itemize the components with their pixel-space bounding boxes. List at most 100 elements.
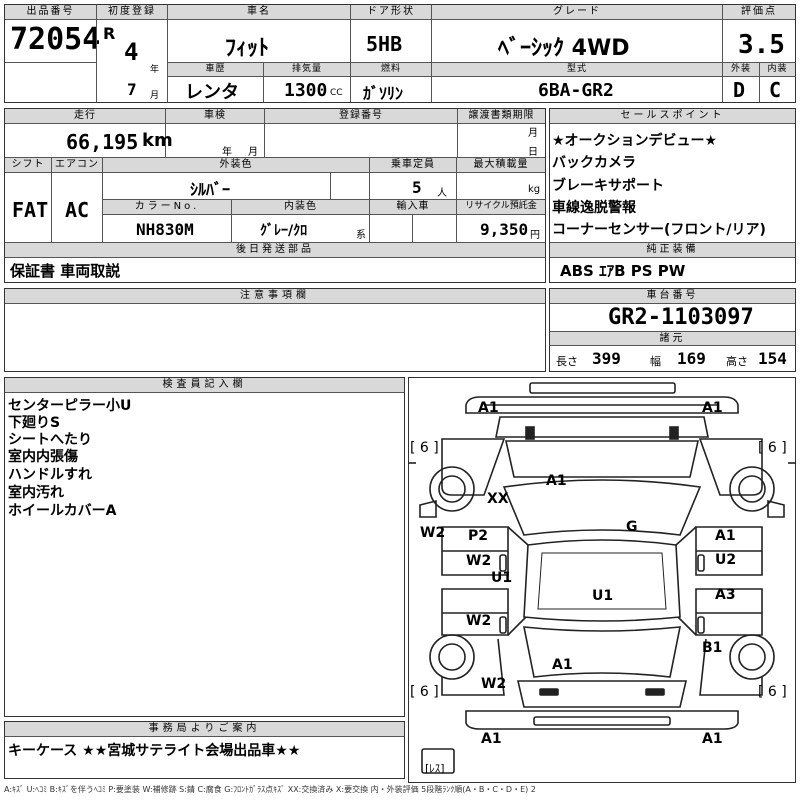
spare-tire-label: [ﾚｽ] xyxy=(425,762,445,775)
damage-mark: U2 xyxy=(715,552,737,568)
inspector-note: 下廻りS xyxy=(8,415,61,431)
dims-label: 諸元 xyxy=(550,332,795,345)
displacement: 1300 xyxy=(284,80,328,101)
door-label: ドア形状 xyxy=(351,5,431,20)
damage-diagram xyxy=(408,377,796,783)
inspector-note: 室内内張傷 xyxy=(8,449,78,465)
inspector-section xyxy=(4,377,405,717)
damage-mark: A1 xyxy=(481,731,502,747)
mileage: 66,195 xyxy=(66,130,139,154)
door-type: 5HB xyxy=(366,32,403,56)
registration-label: 登録番号 xyxy=(265,109,457,123)
color-no: NH830M xyxy=(136,220,194,239)
transfer-day-unit: 日 xyxy=(528,147,538,158)
damage-mark: G xyxy=(626,519,638,535)
mileage-label: 走行 xyxy=(5,109,165,123)
sales-points-section xyxy=(549,108,796,283)
model-label: 型式 xyxy=(432,63,722,76)
equipment-label: 純正装備 xyxy=(550,243,795,257)
damage-mark: W2 xyxy=(466,613,492,629)
tire-tread-label: [ 6 ] xyxy=(758,684,787,700)
int-color-label: 内装色 xyxy=(232,200,369,214)
capacity: 5 xyxy=(412,178,422,197)
air-conditioner: AC xyxy=(65,198,90,222)
fuel: ｶﾞｿﾘﾝ xyxy=(363,84,404,103)
damage-mark: A1 xyxy=(715,528,736,544)
legend: A:ｷｽﾞ U:ﾍｺﾐ B:ｷｽﾞを伴うﾍｺﾐ P:要塗装 W:補修跡 S:錆 … xyxy=(4,785,536,794)
transfer-label: 譲渡書類期限 xyxy=(458,109,545,123)
length: 399 xyxy=(592,349,621,368)
sales-point-item: 車線逸脱警報 xyxy=(552,200,636,216)
load-unit: kg xyxy=(528,184,541,195)
damage-mark: U1 xyxy=(592,588,614,604)
damage-mark: W2 xyxy=(420,525,446,541)
inspector-note: 室内汚れ xyxy=(8,485,64,501)
office-label: 事務局よりご案内 xyxy=(5,722,404,736)
transfer-month-unit: 月 xyxy=(528,128,538,139)
int-color: ｸﾞﾚｰ/ｸﾛ xyxy=(260,223,308,239)
damage-mark: B1 xyxy=(702,640,723,656)
sales-points-label: セールスポイント xyxy=(550,109,795,123)
first-reg-label: 初度登録 xyxy=(97,5,167,20)
ext-color-label: 外装色 xyxy=(103,158,369,172)
displacement-unit: CC xyxy=(330,88,343,98)
inspector-note: センターピラー小U xyxy=(8,398,132,414)
damage-mark: A1 xyxy=(552,657,573,673)
exterior-grade: D xyxy=(733,78,746,102)
inspector-note: ハンドルすれ xyxy=(8,467,92,483)
lot-label: 出品番号 xyxy=(5,5,96,20)
import-label: 輸入車 xyxy=(370,200,456,214)
height-label: 高さ xyxy=(726,355,748,368)
inspector-label: 検査員記入欄 xyxy=(5,378,404,392)
grade-label: グレード xyxy=(432,5,722,20)
chassis-section xyxy=(549,288,796,372)
month-unit: 月 xyxy=(150,91,160,101)
color-no-label: カラーNo. xyxy=(103,200,231,214)
interior-label: 内装 xyxy=(760,63,795,76)
car-name-label: 車名 xyxy=(168,5,350,20)
mileage-unit: km xyxy=(142,130,173,151)
damage-mark: W2 xyxy=(481,676,507,692)
recycle-fee: 9,350 xyxy=(480,220,529,239)
damage-mark: A1 xyxy=(546,473,567,489)
width-label: 幅 xyxy=(650,355,661,368)
fuel-label: 燃料 xyxy=(351,63,431,76)
office-notice: キーケース ★★宮城サテライト会場出品車★★ xyxy=(8,743,301,759)
sales-point-item: コーナーセンサー(フロント/リア) xyxy=(552,222,766,238)
reg-month: 7 xyxy=(127,80,137,99)
interior-grade: C xyxy=(769,78,782,102)
load-label: 最大積載量 xyxy=(457,158,545,172)
inspection-label: 車検 xyxy=(166,109,264,123)
header-section xyxy=(4,4,796,103)
car-name: ﾌｨｯﾄ xyxy=(225,36,270,61)
ac-label: エアコン xyxy=(52,158,102,172)
inspector-note: シートへたり xyxy=(8,432,92,448)
tire-tread-label: [ 6 ] xyxy=(410,684,439,700)
damage-mark: W2 xyxy=(466,553,492,569)
tire-tread-label: [ 6 ] xyxy=(410,440,439,456)
car-outline-diagram xyxy=(408,382,796,774)
history-label: 車歴 xyxy=(168,63,263,76)
damage-mark: XX xyxy=(487,491,509,507)
damage-mark: A1 xyxy=(702,400,723,416)
vehicle-detail-section xyxy=(4,108,546,283)
chassis-label: 車台番号 xyxy=(550,289,795,303)
displacement-label: 排気量 xyxy=(264,63,350,76)
shift: FAT xyxy=(12,198,49,222)
capacity-label: 乗車定員 xyxy=(370,158,456,172)
reg-year: 4 xyxy=(124,38,139,66)
sales-point-item: ブレーキサポート xyxy=(552,178,664,194)
lot-number: 72054 xyxy=(10,22,101,57)
office-section xyxy=(4,721,405,779)
shift-label: シフト xyxy=(5,158,51,172)
exterior-label: 外装 xyxy=(723,63,759,76)
damage-mark: P2 xyxy=(468,528,489,544)
later-parts: 保証書 車両取説 xyxy=(10,262,121,280)
ext-color: ｼﾙﾊﾞｰ xyxy=(190,180,231,199)
height: 154 xyxy=(758,349,787,368)
damage-mark: A3 xyxy=(715,587,736,603)
notes-section xyxy=(4,288,546,372)
equipment: ABS ｴｱB PS PW xyxy=(560,262,686,280)
overall-score: 3.5 xyxy=(738,30,785,60)
damage-mark: A1 xyxy=(702,731,723,747)
